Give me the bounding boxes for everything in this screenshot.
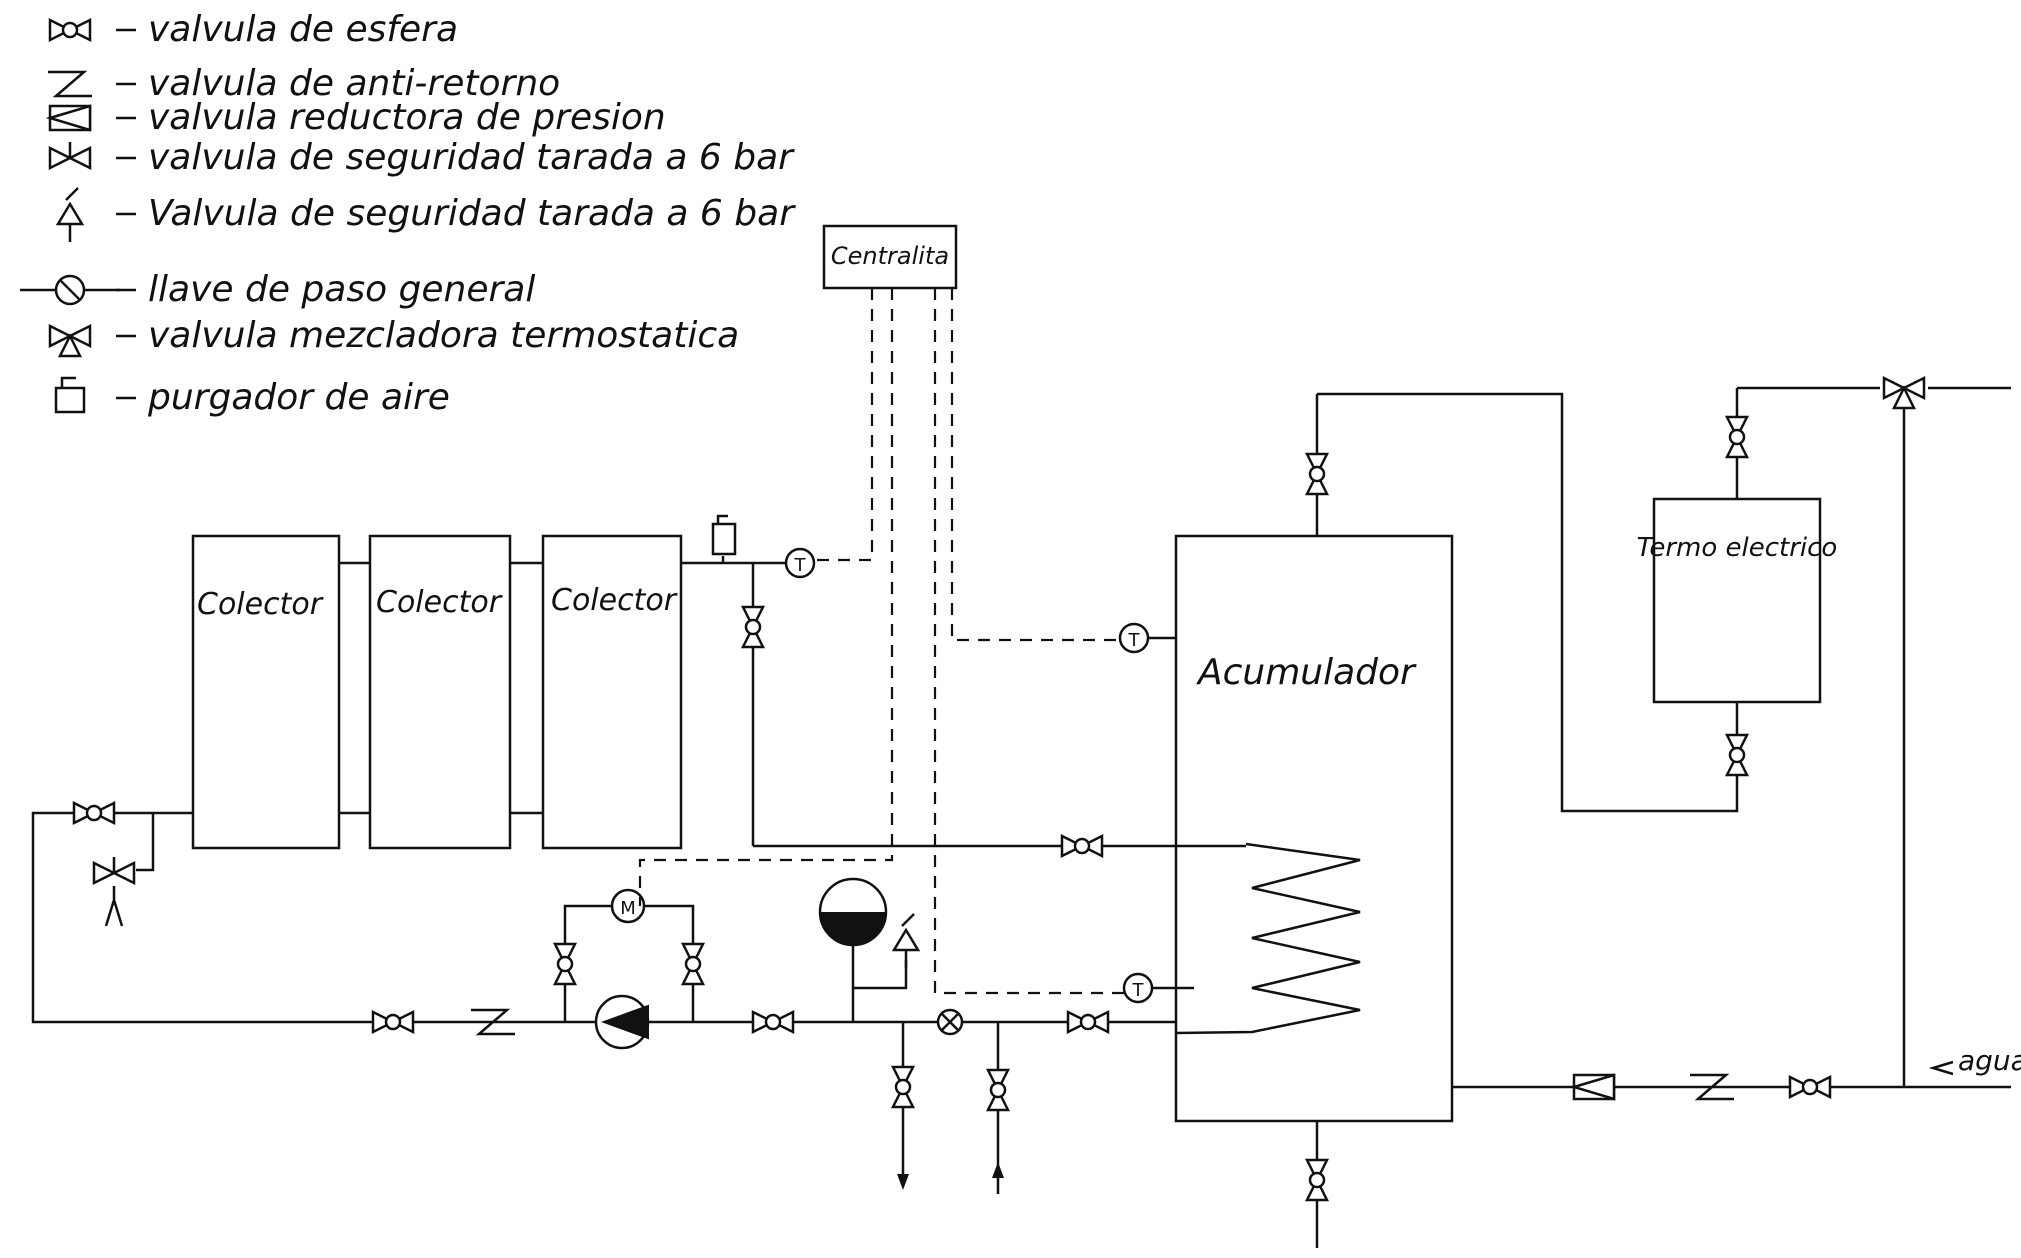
coil-inlet-ball-valve-icon: [1060, 834, 1104, 858]
collector-3: [541, 534, 683, 850]
collector-2-label: Colector: [376, 585, 503, 620]
thermostatic-mixing-valve-icon: [1882, 376, 1926, 410]
controller-box: [822, 224, 958, 290]
collector-1: [191, 534, 341, 850]
legend-safety-valve-drain-icon: [56, 186, 84, 244]
fill-ball-valve-icon: [986, 1068, 1010, 1112]
collector-1-label: Colector: [197, 587, 324, 622]
legend-ball-valve-icon: [48, 18, 92, 42]
tank-bottom-temp-sensor-label: T: [1132, 980, 1145, 1001]
storage-tank: [1174, 534, 1454, 1123]
coil-outlet-ball-valve-icon: [1066, 1010, 1110, 1034]
motor-label: M: [620, 898, 636, 919]
legend-check-valve-icon: [46, 70, 94, 98]
pump-bypass-left-valve-icon: [553, 942, 577, 986]
legend-pressure-reducing-valve-icon: [48, 104, 92, 132]
electric-heater: [1652, 497, 1822, 704]
pump-bypass-right-valve-icon: [681, 942, 705, 986]
circuit-safety-valve-icon: [892, 912, 920, 970]
collector-3-label: Colector: [551, 583, 678, 618]
return-ball-valve-icon: [371, 1010, 415, 1034]
legend: valvula de esfera valvula de anti-retorno…: [20, 9, 796, 418]
tank-outlet-ball-valve-icon: [1305, 452, 1329, 496]
legend-item-6-label: valvula mezcladora termostatica: [148, 315, 739, 356]
controller-label: Centralita: [831, 242, 949, 270]
legend-item-3-label: valvula de seguridad tarada a 6 bar: [148, 137, 795, 178]
pump-outlet-ball-valve-icon: [751, 1010, 795, 1034]
legend-item-0-label: valvula de esfera: [148, 9, 458, 50]
tank-top-temp-sensor-label: T: [1128, 630, 1141, 651]
legend-item-2-label: valvula reductora de presion: [148, 97, 666, 138]
collector-outlet-ball-valve-icon: [741, 605, 765, 649]
collector-2: [368, 534, 512, 850]
legend-safety-valve-icon: [48, 140, 92, 170]
drain-ball-valve-icon: [891, 1065, 915, 1109]
legend-main-shutoff-valve-icon: [20, 274, 120, 306]
legend-item-4-label: Valvula de seguridad tarada a 6 bar: [148, 193, 796, 234]
legend-item-5-label: llave de paso general: [148, 269, 535, 310]
air-purger-icon: [711, 522, 737, 556]
legend-thermostatic-mixing-valve-icon: [48, 324, 92, 358]
collector-temp-sensor-label: T: [794, 555, 807, 576]
heater-inlet-ball-valve-icon: [1725, 733, 1749, 777]
legend-item-1-label: valvula de anti-retorno: [148, 63, 560, 104]
collector-temp-sensor-icon: [784, 547, 816, 579]
motor-icon: [610, 888, 646, 924]
legend-item-7-label: purgador de aire: [147, 377, 450, 418]
collector-inlet-ball-valve-icon: [72, 801, 116, 825]
legend-air-purger-icon: [54, 376, 86, 414]
mains-water-label: agua de la red: [1958, 1044, 2021, 1077]
tank-drain-ball-valve-icon: [1305, 1158, 1329, 1202]
heat-exchanger-coil: [1175, 842, 1361, 1035]
electric-heater-label: Termo electrico: [1637, 533, 1838, 563]
pressure-reducing-valve-icon: [1572, 1073, 1616, 1101]
heater-outlet-ball-valve-icon: [1725, 415, 1749, 459]
svg-text:Termo electrico: Termo electrico: [1637, 533, 1838, 563]
mains-ball-valve-icon: [1788, 1075, 1832, 1099]
collector-safety-valve-icon: [92, 855, 136, 885]
storage-tank-label: Acumulador: [1196, 652, 1417, 693]
